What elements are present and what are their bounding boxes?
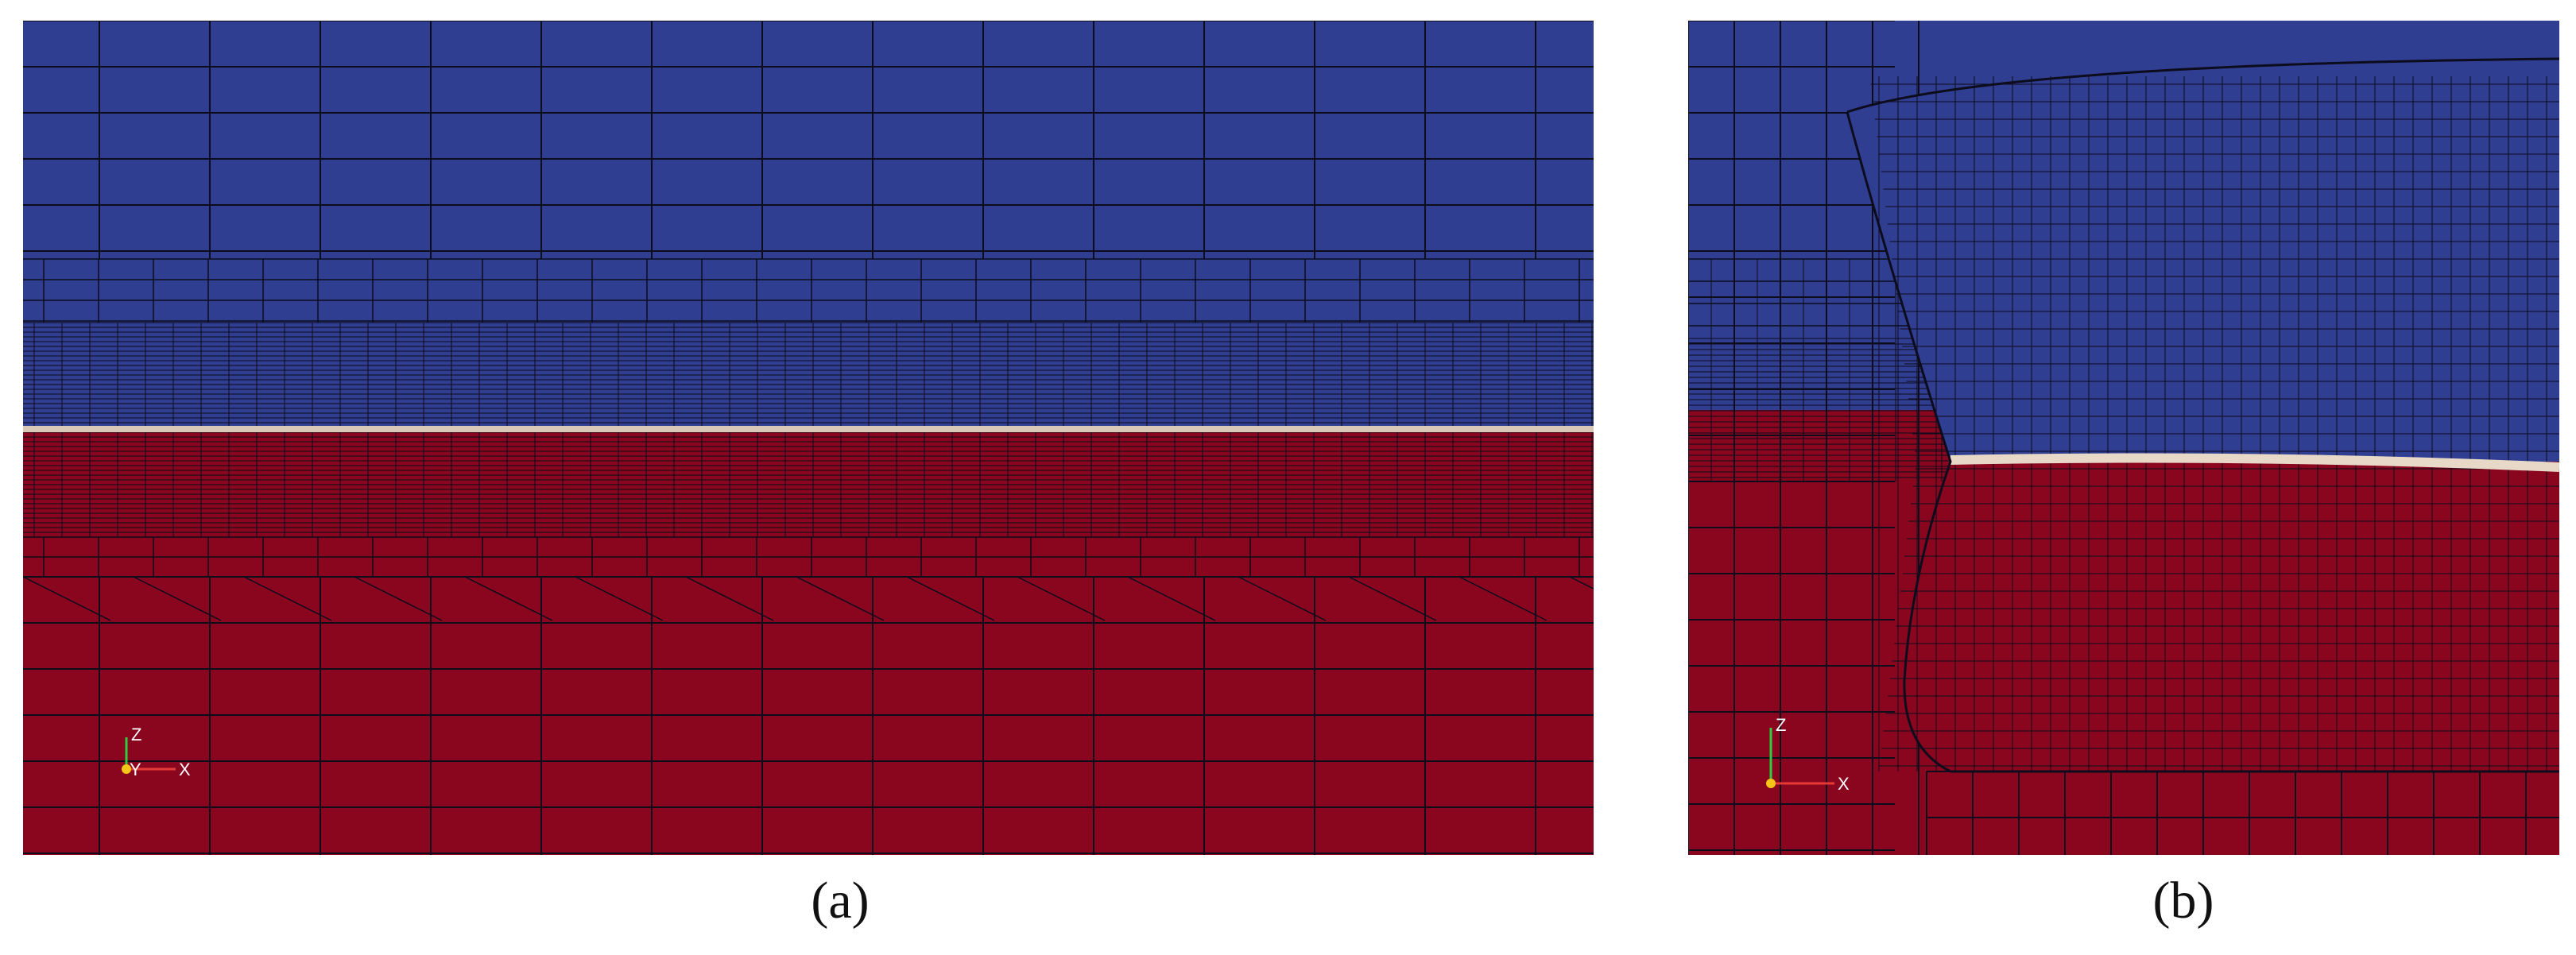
mesh-grid-a: [23, 21, 1594, 855]
mesh-line: [464, 576, 553, 621]
mesh-line: [1238, 576, 1327, 621]
axis-label-z: Z: [1776, 715, 1786, 735]
mesh-line: [133, 576, 222, 621]
mesh-line: [906, 576, 995, 621]
caption-a: (a): [811, 872, 870, 930]
mesh-line: [1127, 576, 1216, 621]
axis-triad-a: Z Y X: [122, 725, 191, 779]
mesh-canvas-a: Z Y X: [23, 21, 1594, 855]
mesh-view-a: Z Y X: [23, 21, 1594, 855]
mesh-line: [243, 576, 332, 621]
axis-label-x: X: [1838, 774, 1850, 794]
mesh-line: [575, 576, 664, 621]
mesh-line: [1569, 576, 1594, 590]
hull-below-water: [1904, 462, 2559, 771]
caption-b: (b): [2152, 872, 2214, 930]
axis-label-z: Z: [131, 725, 141, 744]
free-surface-a: [23, 426, 1594, 432]
axis-triad-b: Z X: [1766, 715, 1850, 794]
mesh-line: [796, 576, 885, 621]
mesh-line: [685, 576, 774, 621]
water-region-a: [23, 430, 1594, 855]
mesh-line: [23, 576, 111, 621]
axis-label-x: X: [179, 760, 191, 779]
mesh-line: [1458, 576, 1548, 621]
air-region-a: [23, 21, 1594, 430]
hull-outline: [1846, 57, 2559, 773]
mesh-view-b: Z X: [1688, 21, 2559, 855]
hull-mesh: [1870, 76, 2559, 771]
mesh-line: [354, 576, 443, 621]
mesh-canvas-b: Z X: [1688, 21, 2559, 855]
mesh-line: [1017, 576, 1106, 621]
mesh-line: [1348, 576, 1437, 621]
hull-waterline: [1950, 453, 2559, 472]
axis-label-y: Y: [130, 760, 141, 779]
